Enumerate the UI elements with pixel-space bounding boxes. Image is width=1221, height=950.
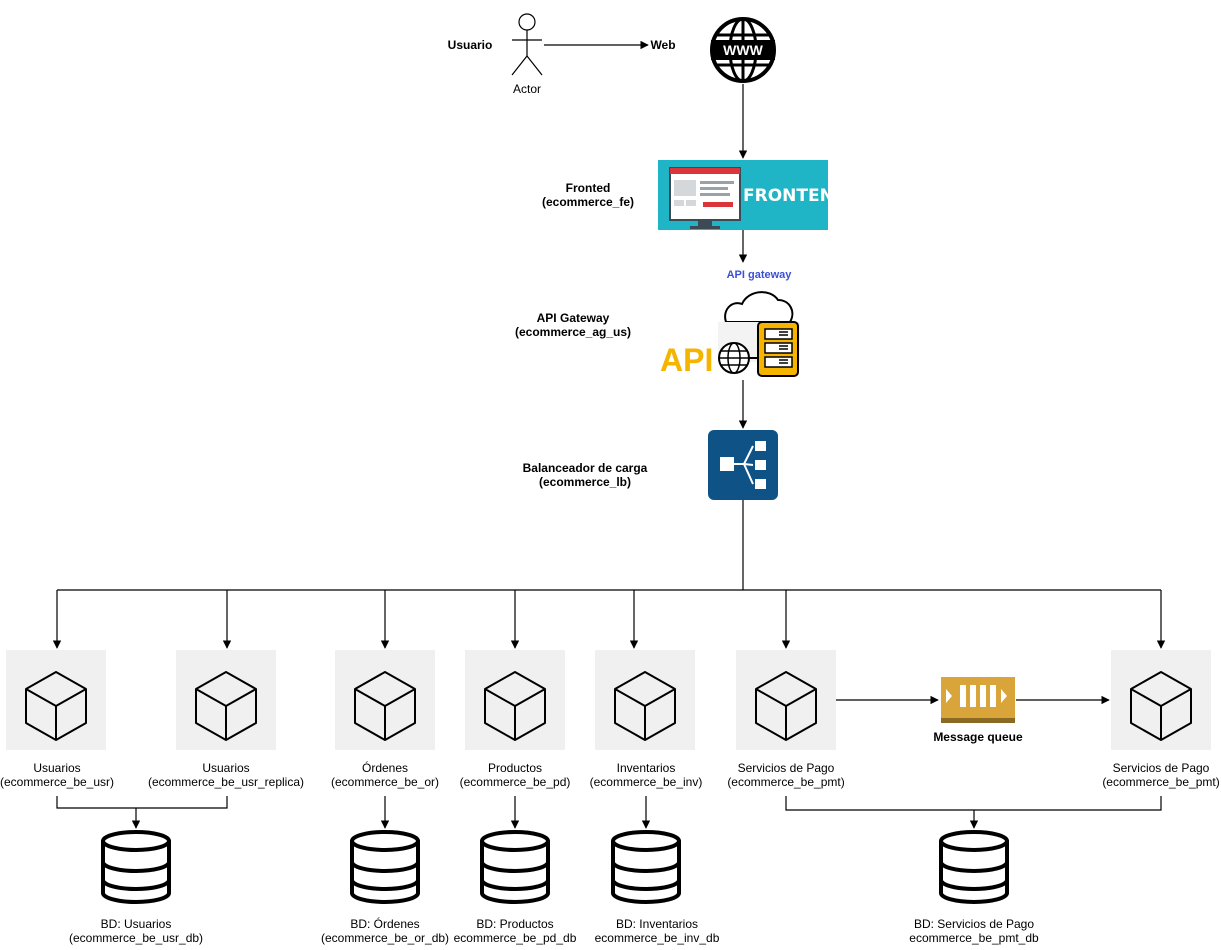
service-usuarios-replica-node [176,650,276,750]
actor-caption: Actor [512,82,541,96]
db-inventarios-icon [611,830,681,904]
api-gateway-top-label: API gateway [726,269,792,281]
connectors [52,40,1166,829]
cube-icon [614,671,676,741]
api-gateway-label: API Gateway(ecommerce_ag_us) [514,311,632,339]
cube-icon [484,671,546,741]
www-globe-icon: WWW [710,17,776,83]
cube-icon [195,671,257,741]
service-usuarios-label: Usuarios(ecommerce_be_usr) [0,761,115,789]
service-ordenes-label: Órdenes(ecommerce_be_or) [330,761,440,789]
service-inventarios-label: Inventarios(ecommerce_be_inv) [589,761,703,789]
service-usuarios-replica-label: Usuarios(ecommerce_be_usr_replica) [147,761,305,789]
message-queue-label: Message queue [933,730,1023,744]
service-ordenes-node [335,650,435,750]
web-label: Web [650,38,676,52]
db-usuarios-label: BD: Usuarios(ecommerce_be_usr_db) [68,917,204,945]
service-pagos-label: Servicios de Pago(ecommerce_be_pmt) [727,761,845,789]
service-inventarios-node [595,650,695,750]
db-ordenes-icon [350,830,420,904]
api-gateway-cloud-server-icon [718,291,800,377]
service-pagos-2-node [1111,650,1211,750]
cube-icon [1130,671,1192,741]
load-balancer-icon [708,430,778,500]
db-pagos-icon [939,830,1009,904]
cube-icon [755,671,817,741]
frontend-banner-text: FRONTEND [743,186,848,206]
message-queue-icon [941,677,1015,723]
load-balancer-label: Balanceador de carga(ecommerce_lb) [522,461,648,489]
service-productos-label: Productos(ecommerce_be_pd) [459,761,571,789]
cube-icon [354,671,416,741]
service-productos-node [465,650,565,750]
api-logo-text: API [660,342,714,378]
usuarios-db-join-line [56,796,228,809]
db-usuarios-icon [101,830,171,904]
service-usuarios-node [6,650,106,750]
db-ordenes-label: BD: Órdenes(ecommerce_be_or_db) [320,917,450,945]
service-pagos-node [736,650,836,750]
frontend-label: Fronted(ecommerce_fe) [541,181,635,209]
db-productos-icon [480,830,550,904]
pagos-db-join-line [785,796,1162,811]
svg-text:WWW: WWW [723,42,763,58]
frontend-monitor-icon [658,160,828,230]
cube-icon [25,671,87,741]
service-pagos-2-label: Servicios de Pago(ecommerce_be_pmt) [1102,761,1220,789]
actor-title: Usuario [447,38,493,52]
actor-stick-figure-icon [511,13,543,76]
